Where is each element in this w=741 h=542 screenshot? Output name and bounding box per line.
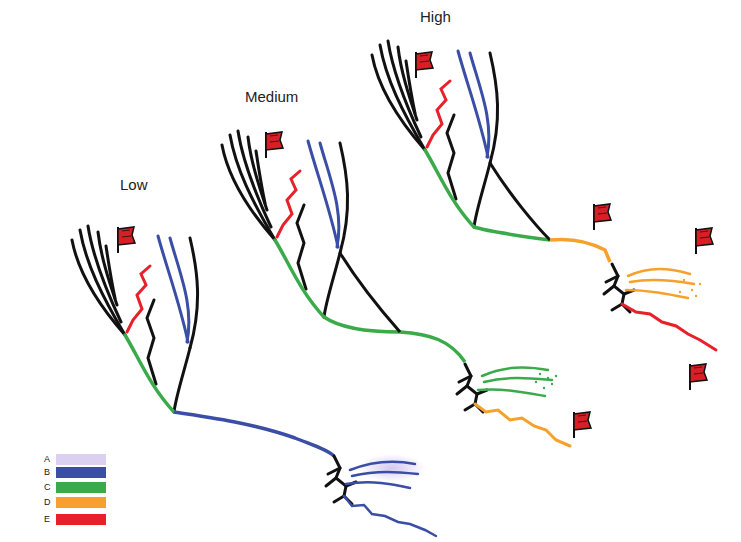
legend-row: B (44, 465, 106, 479)
legend-row: D (44, 495, 106, 509)
legend-row: E (44, 512, 106, 526)
legend-swatch (56, 497, 106, 508)
level-title: Medium (245, 88, 298, 105)
legend-row: A (44, 452, 106, 466)
legend-letter: C (44, 482, 56, 492)
legend-letter: B (44, 467, 56, 477)
legend-swatch (56, 467, 106, 478)
legend-swatch (56, 514, 106, 525)
level-title: High (420, 8, 451, 25)
legend-swatch (56, 482, 106, 493)
legend-letter: E (44, 514, 56, 524)
legend-letter: D (44, 497, 56, 507)
legend-row: C (44, 480, 106, 494)
legend-swatch (56, 454, 106, 465)
level-title: Low (120, 176, 148, 193)
legend-letter: A (44, 454, 56, 464)
